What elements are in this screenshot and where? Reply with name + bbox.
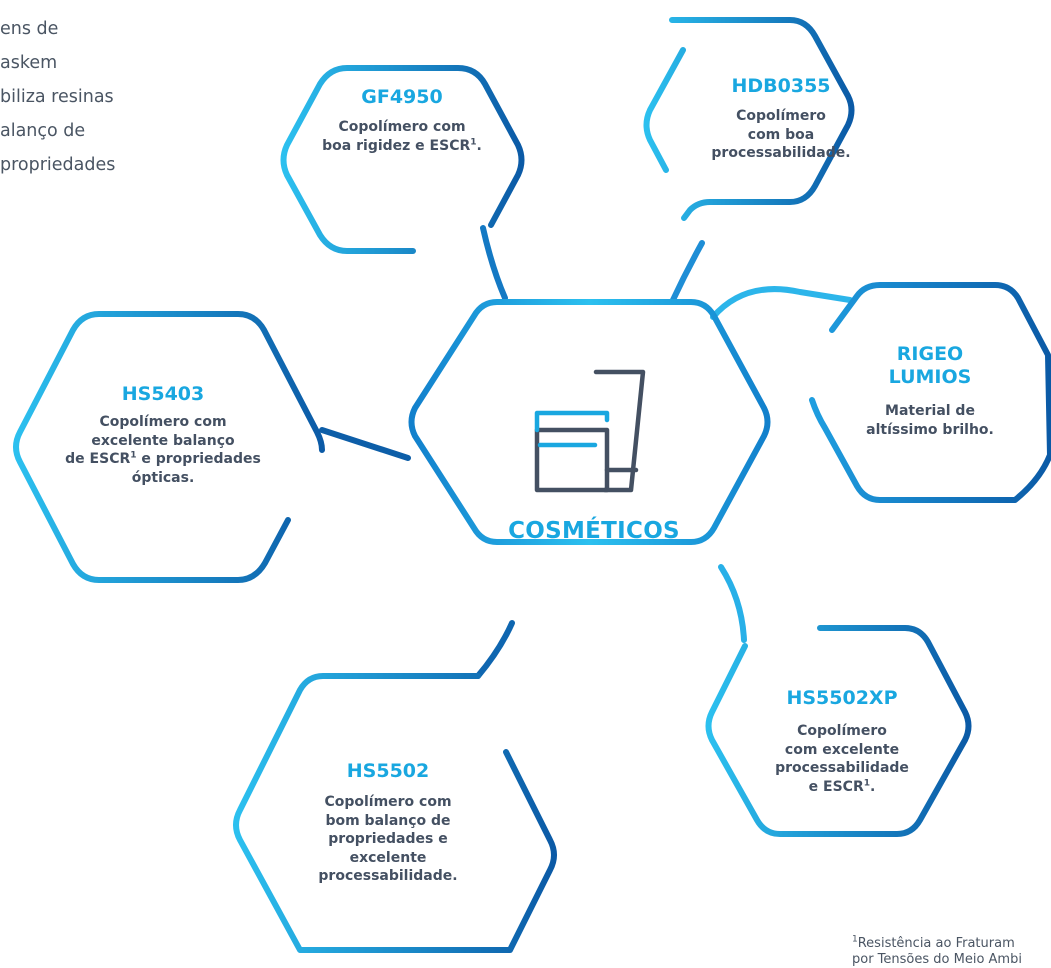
hexagon-rigeo-lumios: [809, 282, 1051, 503]
node-title-hs5502xp: HS5502XP: [786, 687, 898, 709]
center-label: COSMÉTICOS: [508, 518, 680, 544]
node-desc-hs5403: Copolímero com excelente balanço de ESCR…: [65, 414, 261, 486]
connector-line: [319, 427, 411, 461]
node-desc-gf4950: Copolímero com boa rigidez e ESCR1.: [322, 119, 482, 154]
hexagon-gf4950: [280, 65, 525, 254]
intro-text: ens de askem biliza resinas alanço de pr…: [0, 12, 170, 182]
node-desc-hdb0355: Copolímero com boa processabilidade.: [711, 108, 851, 161]
hexagon-hs5502xp: [705, 625, 972, 837]
connector-line: [475, 620, 515, 679]
node-desc-rigeo-lumios: Material de altíssimo brilho.: [866, 403, 994, 438]
cosmetic-jars-icon: [534, 369, 646, 493]
intro-line: askem: [0, 53, 58, 73]
intro-line: biliza resinas: [0, 87, 114, 107]
hexagon-center: [408, 299, 771, 545]
intro-line: propriedades: [0, 155, 116, 175]
footnote: 1Resistência ao Fraturam por Tensões do …: [852, 934, 1022, 967]
node-title-hs5502: HS5502: [346, 760, 430, 782]
connector-line: [480, 225, 508, 301]
hexagon-hs5502: [233, 673, 557, 953]
intro-line: ens de: [0, 19, 59, 39]
node-title-rigeo-lumios: RIGEO LUMIOS: [888, 343, 972, 388]
node-title-hdb0355: HDB0355: [731, 75, 831, 97]
intro-line: alanço de: [0, 121, 86, 141]
node-desc-hs5502: Copolímero com bom balanço de propriedad…: [318, 794, 458, 884]
node-title-gf4950: GF4950: [361, 86, 443, 108]
hexagon-hs5403: [13, 311, 325, 583]
connector-line: [669, 240, 705, 305]
hexagon-hdb0355: [643, 17, 855, 221]
connector-line: [718, 564, 747, 643]
node-title-hs5403: HS5403: [121, 383, 205, 405]
connector-line: [710, 286, 853, 320]
node-desc-hs5502xp: Copolímero com excelente processabilidad…: [775, 723, 909, 795]
